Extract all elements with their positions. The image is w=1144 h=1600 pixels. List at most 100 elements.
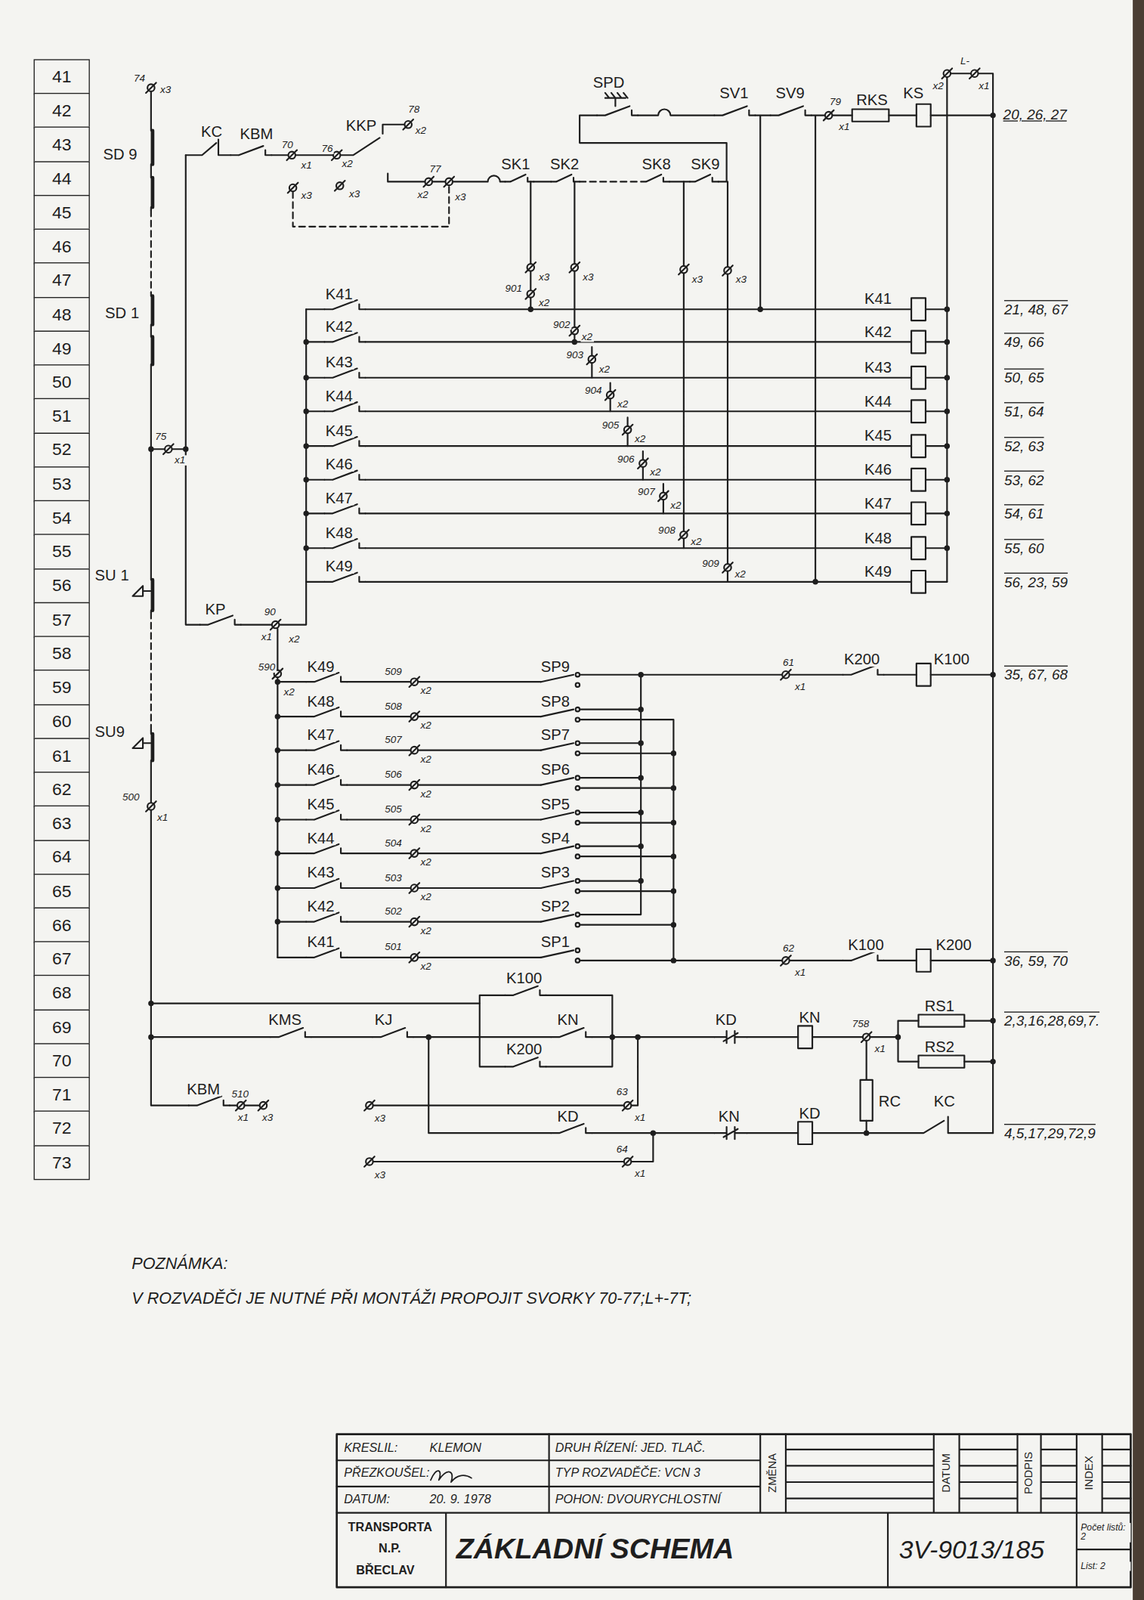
terminal-symbol <box>722 265 733 276</box>
coil-symbol <box>911 536 926 560</box>
terminal-number: x3 <box>373 1169 387 1181</box>
component-label: K41 <box>306 933 336 949</box>
title-block-heading: PODPIS <box>1023 1450 1035 1495</box>
row-number-box: 47 <box>34 262 90 299</box>
component-label: K46 <box>306 760 336 777</box>
title-block-field: DATUM: <box>343 1493 392 1506</box>
contact-symbol <box>324 470 365 480</box>
terminal-symbol <box>605 389 616 401</box>
coil-symbol <box>911 366 926 390</box>
row-number: 70 <box>52 1051 72 1070</box>
note-text: V ROZVADĚČI JE NUTNÉ PŘI MONTÁŽI PROPOJI… <box>130 1289 693 1307</box>
coil-symbol <box>911 501 926 525</box>
component-label: K41 <box>863 290 894 306</box>
terminal-number: x2 <box>419 754 433 765</box>
row-number-box: 56 <box>34 568 90 604</box>
terminal-number: 63 <box>615 1086 629 1098</box>
row-number: 71 <box>52 1085 72 1104</box>
terminal-number: 508 <box>383 701 403 712</box>
terminal-number: 901 <box>503 283 523 294</box>
terminal-symbol <box>235 1100 247 1111</box>
component-label: SP1 <box>539 933 571 949</box>
terminal-number: 74 <box>132 73 147 84</box>
terminal-number: x2 <box>419 788 433 800</box>
coil-symbol <box>911 297 926 321</box>
terminal-number: x2 <box>419 686 433 697</box>
component-label: SP5 <box>539 795 571 811</box>
component-label: K43 <box>863 358 894 375</box>
contact-symbol <box>689 174 719 182</box>
component-label: K47 <box>306 726 336 742</box>
terminal-number: x2 <box>580 331 594 343</box>
terminal-symbol <box>861 1031 872 1042</box>
row-number-box: 43 <box>34 126 90 163</box>
coil-symbol <box>911 330 926 354</box>
row-number-box: 48 <box>34 296 90 333</box>
note-text: POZNÁMKA: <box>130 1255 229 1272</box>
row-number: 67 <box>52 950 72 968</box>
component-label: SP2 <box>539 897 571 913</box>
terminal-symbol <box>823 110 835 121</box>
cross-reference: 4,5,17,29,72,9 <box>1003 1125 1098 1141</box>
terminal-number: 590 <box>256 662 276 674</box>
terminal-number: 907 <box>636 486 656 498</box>
row-number-box: 63 <box>34 805 90 841</box>
row-number: 44 <box>52 170 72 188</box>
component-label: K200 <box>934 936 973 952</box>
row-number: 41 <box>52 68 72 86</box>
drawing-title: ZÁKLADNÍ SCHEMA <box>454 1534 735 1564</box>
terminal-symbol <box>678 264 690 276</box>
component-label: K43 <box>324 353 354 369</box>
row-number-box: 53 <box>34 466 90 502</box>
component-label: SD 1 <box>104 304 141 320</box>
terminal-number: x3 <box>734 274 748 285</box>
component-label: K45 <box>863 426 894 443</box>
component-label: K100 <box>505 968 544 984</box>
row-number: 72 <box>52 1119 72 1138</box>
company-name: N.P. <box>377 1542 402 1555</box>
terminal-number: x2 <box>419 925 433 937</box>
row-number: 43 <box>52 136 72 154</box>
terminal-symbol <box>409 952 421 963</box>
row-number: 56 <box>52 577 72 595</box>
row-number-box: 68 <box>34 974 90 1011</box>
sheet-count: Počet listů: 2 <box>1079 1521 1132 1543</box>
row-number: 68 <box>52 983 72 1002</box>
terminal-number: x3 <box>348 188 362 200</box>
terminal-number: 79 <box>828 96 843 108</box>
terminal-number: x2 <box>649 467 662 479</box>
selector-contact <box>541 912 580 927</box>
contact-symbol <box>843 665 885 675</box>
contact-symbol <box>306 741 347 751</box>
terminal-number: x2 <box>282 686 296 698</box>
row-number: 51 <box>52 407 72 425</box>
wire <box>530 181 728 582</box>
terminal-number: x2 <box>931 80 945 92</box>
terminal-number: x1 <box>633 1112 647 1123</box>
row-number: 47 <box>52 272 72 290</box>
row-number-box: 44 <box>34 160 90 197</box>
contact-symbol <box>230 145 272 155</box>
row-number-box: 54 <box>34 500 90 536</box>
wire <box>579 674 993 961</box>
sheet-count: List: 2 <box>1079 1561 1132 1571</box>
resistor-symbol <box>918 1014 965 1027</box>
component-label: SD 9 <box>102 145 139 161</box>
component-label: K44 <box>863 392 894 408</box>
terminal-symbol <box>780 669 792 681</box>
component-label: K48 <box>306 692 336 708</box>
terminal-symbol <box>780 955 792 966</box>
contact-symbol <box>596 105 638 115</box>
component-label: SU 1 <box>93 566 130 582</box>
terminal-symbol <box>569 262 581 273</box>
terminal-number: 509 <box>383 666 403 678</box>
row-number-box: 52 <box>34 432 90 468</box>
row-number-box: 73 <box>34 1144 90 1181</box>
contact-symbol <box>714 105 755 115</box>
terminal-symbol <box>409 814 421 826</box>
selector-contact <box>541 672 580 687</box>
row-number-box: 58 <box>34 636 90 672</box>
terminal-number: 502 <box>383 905 403 917</box>
cross-reference: 36, 59, 70 <box>1003 952 1070 968</box>
